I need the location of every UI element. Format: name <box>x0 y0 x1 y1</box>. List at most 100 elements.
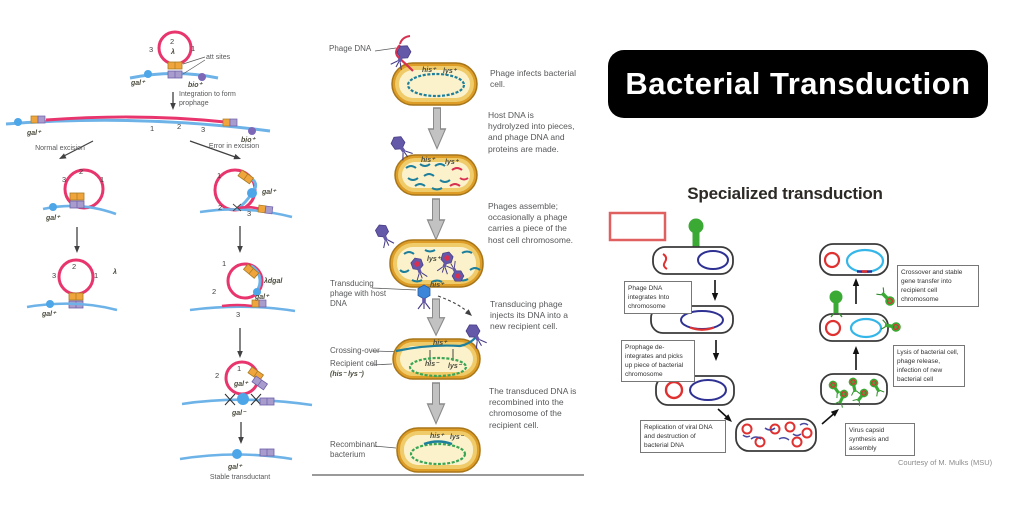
segment-number: 3 <box>201 125 206 134</box>
title-banner: Bacterial Transduction <box>608 50 988 118</box>
transducing-phage-label: Transducing phage with host DNA <box>330 279 387 308</box>
cell-new-infection <box>819 287 902 342</box>
stable-transductant-art <box>179 448 293 461</box>
arrow-down-icon <box>427 107 447 150</box>
step-box-1: Phage DNA integrates Into chromosome <box>624 281 692 315</box>
gene-label-gal: gal⁺ <box>42 311 56 318</box>
gene-label-gal: gal⁺ <box>131 80 145 87</box>
step-box-4: Virus capsid synthesis and assembly <box>845 423 915 457</box>
gene-label-lys: lys⁺ <box>445 159 459 166</box>
step-box-5: Lysis of bacterial cell, phage release, … <box>893 345 965 388</box>
segment-number: 3 <box>236 310 241 319</box>
gene-label-his: his⁺ <box>422 67 436 74</box>
gene-label-his: his⁺ <box>430 282 444 289</box>
bio-locus-dot <box>198 73 206 81</box>
gene-label-gal: gal⁺ <box>46 215 60 222</box>
step-text-3: Phages assemble; occasionally a phage ca… <box>488 201 574 245</box>
gene-label-his-minus: his⁻ <box>425 361 439 368</box>
gene-label-his: his⁺ <box>421 157 435 164</box>
normal-excision-label: Normal excision <box>35 145 85 152</box>
gene-label-gal: gal⁺ <box>255 294 269 301</box>
cell-replication <box>735 418 817 452</box>
recipient-genotype-label: (his⁻ lys⁻) <box>330 371 364 378</box>
segment-number: 1 <box>237 364 242 373</box>
gene-label-bio: bio⁺ <box>188 82 203 89</box>
specialized-transduction-diagram <box>608 211 1024 452</box>
segment-number: 1 <box>191 44 196 53</box>
recipient-cell-art <box>392 321 488 380</box>
gene-label-gal: gal⁺ <box>228 464 242 471</box>
error-excision-label: Error in excision <box>208 143 260 150</box>
step-text-1: Phage infects bacterial cell. <box>490 68 576 90</box>
segment-number: 2 <box>79 167 84 176</box>
arrow-down-icon <box>426 198 446 241</box>
step-box-2: Prophage de-integrates and picks up piec… <box>621 340 695 383</box>
segment-number: 1 <box>94 271 99 280</box>
lambda-label: λ <box>113 269 117 276</box>
gene-label-lys: lys⁺ <box>427 256 441 263</box>
lambda-circle-art <box>129 30 219 110</box>
segment-number: 1 <box>100 175 105 184</box>
phage-icon <box>373 222 395 249</box>
step-box-6: Crossover and stable gene transfer into … <box>897 265 979 308</box>
crossing-over-label: Crossing-over <box>330 346 380 355</box>
step-box-3: Replication of viral DNA and destruction… <box>640 420 726 454</box>
courtesy-credit: Courtesy of M. Mulks (MSU) <box>898 458 993 467</box>
prophage-line-art <box>5 115 271 162</box>
gal-locus-dot <box>144 70 152 78</box>
cell-phage-dna <box>652 246 734 275</box>
segment-number: 3 <box>247 209 252 218</box>
page-title: Bacterial Transduction <box>625 66 971 101</box>
dashed-arrow <box>437 295 471 315</box>
bacterial-cell-infected <box>390 35 478 106</box>
transduction-cycle-diagram <box>371 35 488 473</box>
segment-number: 1 <box>217 171 222 180</box>
gene-label-lys-minus: lys⁻ <box>450 434 464 441</box>
segment-number: 2 <box>215 371 220 380</box>
arrow-down-icon <box>426 298 446 336</box>
step-text-5: The transduced DNA is recombined into th… <box>489 386 577 430</box>
lambda-label: λ <box>171 49 175 56</box>
crossover-art <box>181 360 313 444</box>
gene-label-bio: bio⁺ <box>241 137 256 144</box>
cell-crossover <box>819 243 889 276</box>
cell-capsid-assembly <box>820 373 888 408</box>
lambda-excision-diagram <box>5 30 313 461</box>
phage-dna-label: Phage DNA <box>329 44 372 53</box>
recombinant-cell-art <box>396 427 481 473</box>
gene-label-his: his⁺ <box>430 433 444 440</box>
segment-number: 1 <box>222 259 227 268</box>
panel-divider <box>312 474 584 476</box>
segment-number: 1 <box>150 124 155 133</box>
specialized-transduction-heading: Specialized transduction <box>687 184 883 203</box>
segment-number: 2 <box>218 203 223 212</box>
gene-label-lys-minus: lys⁻ <box>448 363 462 370</box>
recombinant-label: Recombinant bacterium <box>330 440 378 459</box>
segment-number: 3 <box>149 45 154 54</box>
integration-label: Integration to form prophage <box>179 91 236 107</box>
free-lambda-art <box>26 258 118 312</box>
gene-label-his: his⁺ <box>433 340 447 347</box>
segment-number: 2 <box>177 122 182 131</box>
gene-label-gal: gal⁺ <box>262 189 276 196</box>
segment-number: 3 <box>62 175 67 184</box>
segment-number: 3 <box>52 271 57 280</box>
segment-number: 2 <box>72 262 77 271</box>
segment-number: 2 <box>212 287 217 296</box>
error-excision-loop-art <box>199 168 293 253</box>
stable-transductant-label: Stable transductant <box>209 474 271 481</box>
transducing-phage-icon <box>417 284 431 310</box>
highlight-rectangle <box>608 211 667 242</box>
gene-label-lys: lys⁺ <box>443 68 457 75</box>
gene-label-gal-minus: gal⁻ <box>232 410 246 417</box>
lambda-dgal-label: λdgal <box>264 278 283 285</box>
gene-label-gal: gal⁺ <box>234 381 248 388</box>
recipient-cell-label: Recipient cell <box>330 359 378 368</box>
cell-deintegrated <box>655 375 735 406</box>
gene-label-gal: gal⁺ <box>27 130 41 137</box>
lambda-dgal-art <box>189 262 296 358</box>
bacterial-cell-lysed-dna <box>388 133 478 196</box>
normal-excision-loop-art <box>42 168 117 253</box>
bacterial-cell-assembly <box>373 222 484 310</box>
